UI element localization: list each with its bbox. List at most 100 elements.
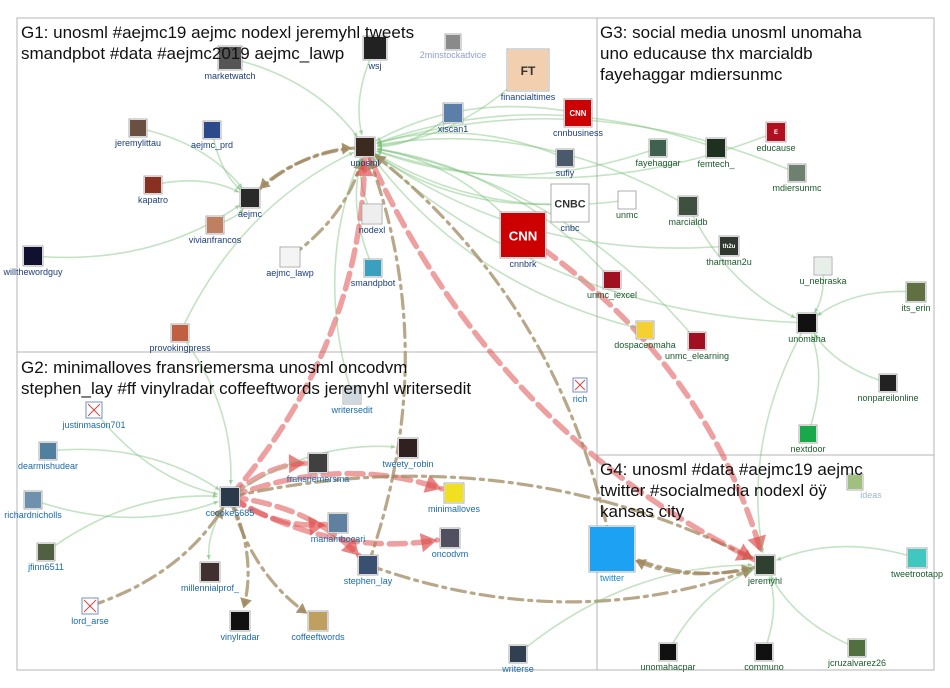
node-ideas[interactable]: ideas [846,473,882,500]
node-smandpbot[interactable]: smandpbot [351,258,396,288]
node-twitter[interactable]: twitter [588,525,636,583]
node-aejmc_prd[interactable]: aejmc_prd [191,120,233,150]
node-jfinn6511[interactable]: jfinn6511 [27,542,64,572]
node-logo-text: CNN [509,228,538,243]
edge-jfinn6511-ccooke6685 [45,495,218,553]
node-femtech_[interactable]: femtech_ [697,137,735,169]
node-stephen_lay[interactable]: stephen_lay [344,554,393,586]
node-avatar [309,454,327,472]
node-xiscan1[interactable]: xiscan1 [438,102,469,134]
edge-arrowhead [240,597,252,609]
node-unmc_elearning[interactable]: unmc_elearning [665,331,729,361]
node-jcruzalvarez26[interactable]: jcruzalvarez26 [827,638,886,668]
node-label: twitter [600,573,624,583]
node-avatar [329,514,347,532]
node-label: willthewordguy [2,267,63,277]
node-tweety_robin[interactable]: tweety_robin [382,437,434,469]
node-fransriemersma[interactable]: fransriemersma [287,452,350,484]
edge-arrowhead [348,152,354,157]
node-wsj[interactable]: wsj [362,35,388,71]
node-label: unmc [616,210,639,220]
edge-cnbc-unosml [374,153,571,205]
node-label: writersedit [330,405,373,415]
node-provokingpress[interactable]: provokingpress [149,323,211,353]
node-lord_arse[interactable]: lord_arse [71,597,109,626]
node-label: mdiersunmc [772,183,822,193]
node-label: its_erin [901,303,930,313]
node-oncodvm[interactable]: oncodvm [432,527,469,559]
node-nextdoor[interactable]: nextdoor [790,424,826,454]
node-its_erin[interactable]: its_erin [901,281,931,313]
node-label: rich [573,394,588,404]
node-millennialprof_[interactable]: millennialprof_ [181,561,240,593]
node-mdiersunmc[interactable]: mdiersunmc [772,163,822,193]
edge-arrowhead [635,559,648,571]
node-label: educause [756,143,795,153]
node-label: cnbc [560,223,580,233]
node-mariambocari[interactable]: mariambocari [311,512,366,544]
node-avatar [650,140,666,156]
node-fayehaggar[interactable]: fayehaggar [635,138,681,168]
node-richardnicholls[interactable]: richardnicholls [4,490,62,520]
node-jeremyhl[interactable]: jeremyhl [747,554,782,586]
node-label: ideas [860,490,882,500]
edge-arrowhead [777,556,782,561]
node-avatar [231,612,249,630]
node-label: tweetrootapp [891,569,943,579]
edge-unosml-aejmc [257,145,367,191]
node-nonpareilonline[interactable]: nonpareilonline [857,373,919,403]
node-aejmc[interactable]: aejmc [238,187,263,219]
node-unosml[interactable]: unosml [350,136,380,168]
node-label: dearmishudear [18,461,78,471]
node-minimalloves[interactable]: minimalloves [428,482,481,514]
edge-arrowhead [354,159,374,177]
node-unmc[interactable]: unmc [616,190,639,220]
node-marcialdb[interactable]: marcialdb [668,195,708,227]
edge-arrowhead [235,185,241,190]
node-aejmc_lawp[interactable]: aejmc_lawp [266,246,314,278]
node-label: smandpbot [351,278,396,288]
node-avatar [880,375,896,391]
node-justinmason701[interactable]: justinmason701 [61,401,126,430]
edge-arrowhead [259,177,271,190]
node-vinylradar[interactable]: vinylradar [220,610,260,642]
node-writersedit[interactable]: writersedit [330,385,373,415]
node-label: fayehaggar [635,158,680,168]
edge-nextdoor-unomaha [807,334,820,435]
node-kapatro[interactable]: kapatro [138,175,168,205]
node-nodexl[interactable]: nodexl [359,203,386,235]
node-vivianfrancos[interactable]: vivianfrancos [189,215,242,245]
edge-lord_arse-ccooke6685 [88,506,225,608]
node-jeremylittau[interactable]: jeremylittau [114,118,161,148]
node-rich[interactable]: rich [572,377,588,404]
node-unomahacpar[interactable]: unomahacpar [640,642,696,672]
edge-provokingpress-unosml [179,151,355,334]
node-2minstockadvice[interactable]: 2minstockadvice [420,33,487,60]
node-dospaceomaha[interactable]: dospaceomaha [614,320,676,350]
node-coffeeftwords[interactable]: coffeeftwords [291,610,345,642]
node-label: writerse [501,664,534,674]
node-communo[interactable]: communo [744,642,784,672]
node-willthewordguy[interactable]: willthewordguy [2,245,63,277]
edge-arrowhead [375,155,387,167]
node-unmc_iexcel[interactable]: unmc_iexcel [587,270,637,300]
node-u_nebraska[interactable]: u_nebraska [799,256,847,286]
node-label: xiscan1 [438,124,469,134]
node-dearmishudear[interactable]: dearmishudear [18,441,78,471]
node-unomaha[interactable]: unomaha [788,312,826,344]
node-label: jeremylittau [114,138,161,148]
node-sufiy[interactable]: sufiy [555,148,575,178]
node-label: nodexl [359,225,386,235]
node-marketwatch[interactable]: marketwatch [204,45,256,81]
node-writerse[interactable]: writerse [501,644,534,674]
node-tweetrootapp[interactable]: tweetrootapp [891,547,943,579]
edge-arrowhead [356,158,361,164]
node-label: coffeeftwords [291,632,345,642]
node-ccooke6685[interactable]: ccooke6685 [206,486,255,518]
